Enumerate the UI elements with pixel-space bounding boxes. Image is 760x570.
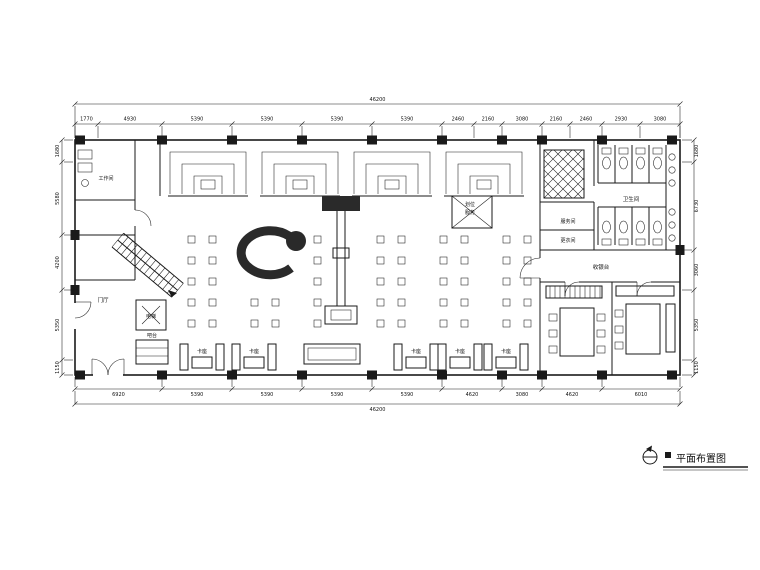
svg-text:6730: 6730 <box>694 200 700 213</box>
svg-text:1150: 1150 <box>694 361 700 374</box>
svg-text:卡座: 卡座 <box>501 348 511 355</box>
svg-text:5390: 5390 <box>331 392 344 398</box>
svg-text:4620: 4620 <box>566 392 579 398</box>
locker-room-label: 更衣间 <box>560 237 575 244</box>
svg-text:卡座: 卡座 <box>197 348 207 355</box>
svg-text:6010: 6010 <box>635 392 648 398</box>
building-outline <box>74 139 681 376</box>
dining-table-grid <box>187 235 532 328</box>
cashier-label: 收银台 <box>593 263 610 271</box>
svg-text:6920: 6920 <box>112 392 125 398</box>
svg-text:5390: 5390 <box>401 392 414 398</box>
svg-text:2460: 2460 <box>452 117 465 123</box>
svg-text:卡座: 卡座 <box>455 348 465 355</box>
title-block: 平面布置图 <box>642 445 748 471</box>
svg-text:2930: 2930 <box>615 117 628 123</box>
work-room-label: 工作间 <box>98 175 113 182</box>
svg-text:2160: 2160 <box>482 117 495 123</box>
booth-seating: 卡座 卡座 卡座 卡座 卡座 <box>179 343 529 371</box>
service-station-label-1: 划位 <box>465 201 475 208</box>
svg-text:5350: 5350 <box>55 319 61 332</box>
svg-text:5350: 5350 <box>694 319 700 332</box>
svg-text:4930: 4930 <box>124 117 137 123</box>
structural-columns <box>70 135 685 380</box>
toilet-stalls <box>597 145 676 250</box>
lobby-label: 门厅 <box>97 296 109 304</box>
service-room-label: 服务间 <box>560 218 575 225</box>
svg-text:1680: 1680 <box>694 145 700 158</box>
center-feature-column <box>322 196 360 325</box>
meander-partitions <box>159 140 524 197</box>
svg-text:5390: 5390 <box>261 117 274 123</box>
svg-text:2160: 2160 <box>550 117 563 123</box>
svg-text:5390: 5390 <box>401 117 414 123</box>
svg-text:46200: 46200 <box>370 407 386 413</box>
svg-text:5390: 5390 <box>331 117 344 123</box>
restroom-label: 卫生间 <box>623 195 640 203</box>
elevator-label: 电梯 <box>146 313 156 320</box>
left-rooms: 工作间 电梯 吧台 门厅 <box>73 140 184 378</box>
svg-text:1680: 1680 <box>55 145 61 158</box>
svg-text:1150: 1150 <box>55 361 61 374</box>
title-marker-icon <box>646 445 652 452</box>
title-bullet-icon <box>665 452 671 458</box>
svg-text:卡座: 卡座 <box>411 348 421 355</box>
floor-logo <box>236 226 306 280</box>
svg-text:卡座: 卡座 <box>249 348 259 355</box>
svg-text:5580: 5580 <box>55 192 61 205</box>
lattice-screen <box>544 150 584 198</box>
corridor: 收银台 <box>540 263 680 297</box>
svg-text:1770: 1770 <box>80 117 93 123</box>
svg-text:2460: 2460 <box>580 117 593 123</box>
svg-text:3080: 3080 <box>516 117 529 123</box>
svg-text:5390: 5390 <box>191 117 204 123</box>
svg-text:4620: 4620 <box>466 392 479 398</box>
svg-text:5390: 5390 <box>261 392 274 398</box>
service-station-label-2: 服务 <box>465 209 475 216</box>
svg-text:3080: 3080 <box>654 117 667 123</box>
private-rooms <box>545 282 676 375</box>
stage <box>303 343 361 365</box>
service-station: 划位 服务 <box>451 195 493 229</box>
restroom-block: 卫生间 服务间 更衣间 <box>519 140 680 375</box>
svg-text:4200: 4200 <box>55 256 61 269</box>
svg-text:3060: 3060 <box>694 264 700 277</box>
svg-text:46200: 46200 <box>370 97 386 103</box>
sofa-hatch <box>549 286 601 298</box>
bar-label: 吧台 <box>147 332 157 339</box>
svg-text:3080: 3080 <box>516 392 529 398</box>
drawing-title: 平面布置图 <box>676 453 726 465</box>
escalator <box>111 232 184 298</box>
dimension-lines: 46200 1770 4930 5390 5390 5390 5390 2460 2160 308… <box>55 97 700 413</box>
svg-text:5390: 5390 <box>191 392 204 398</box>
